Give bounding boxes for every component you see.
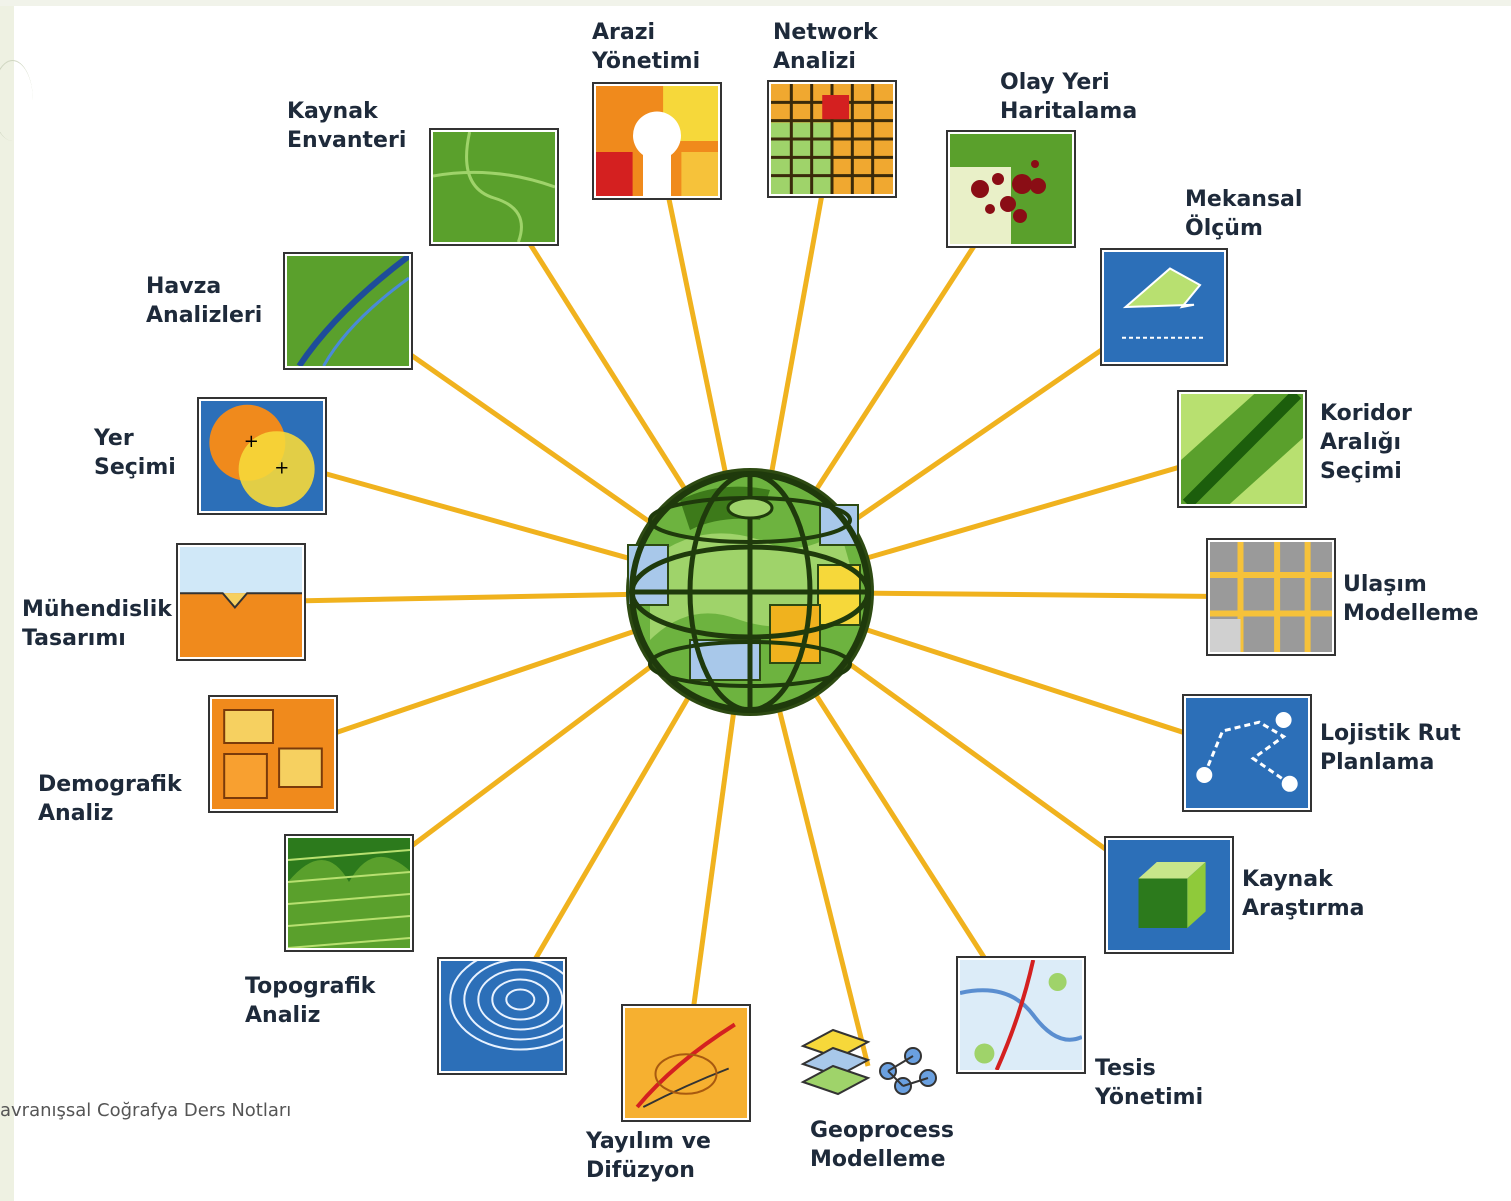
label-line: Analizleri <box>146 303 263 328</box>
label-line: Koridor <box>1320 401 1412 426</box>
incident-map-icon <box>946 130 1076 248</box>
label-line: Ulaşım <box>1343 572 1427 597</box>
site-selection-icon: ++ <box>197 397 327 515</box>
label-line: Aralığı <box>1320 430 1402 455</box>
label-line: Topografik <box>245 974 376 999</box>
land-management-icon <box>592 82 722 200</box>
footer-text: avranışsal Coğrafya Ders Notları <box>0 1100 292 1121</box>
contour-icon <box>437 957 567 1075</box>
label-line: Havza <box>146 274 222 299</box>
label-line: Envanteri <box>287 128 407 153</box>
label-line: Kaynak <box>1242 867 1333 892</box>
label-line: Yayılım ve <box>586 1129 711 1154</box>
spatial-measure-icon <box>1100 248 1228 366</box>
label-line: Difüzyon <box>586 1158 695 1183</box>
slide-decor-arc <box>0 60 33 141</box>
terrain-icon <box>284 834 414 952</box>
label-line: Geoprocess <box>810 1118 954 1143</box>
parcel-icon <box>208 695 338 813</box>
label-line: Araştırma <box>1242 896 1365 921</box>
label-line: Mühendislik <box>22 597 172 622</box>
slide-left-strip <box>0 0 14 1201</box>
diffusion-icon <box>621 1004 751 1122</box>
slide-top-strip <box>0 0 1511 6</box>
watershed-icon <box>283 252 413 370</box>
label-line: Arazi <box>592 20 656 45</box>
label-line: Haritalama <box>1000 99 1138 124</box>
label-yayilim: Yayılım ve Difüzyon <box>586 1127 711 1185</box>
transport-icon <box>1206 538 1336 656</box>
label-line: Yer <box>94 426 134 451</box>
label-line: Mekansal <box>1185 187 1303 212</box>
label-line: Demografik <box>38 772 182 797</box>
label-line: Tasarımı <box>22 626 126 651</box>
label-line: Seçimi <box>94 455 176 480</box>
label-line: Analizi <box>773 49 856 74</box>
label-line: Ölçüm <box>1185 216 1263 241</box>
label-line: Olay Yeri <box>1000 70 1110 95</box>
label-line: Tesis <box>1095 1056 1156 1081</box>
label-line: Planlama <box>1320 750 1435 775</box>
label-line: Modelleme <box>810 1147 946 1172</box>
label-line: Kaynak <box>287 99 378 124</box>
network-map-icon <box>767 80 897 198</box>
globe-icon <box>626 468 874 716</box>
label-line: Modelleme <box>1343 601 1479 626</box>
geoprocess-icon <box>800 1028 937 1096</box>
facility-icon <box>956 956 1086 1074</box>
inventory-icon <box>429 128 559 246</box>
label-line: Analiz <box>38 801 114 826</box>
engineering-icon <box>176 543 306 661</box>
label-line: Network <box>773 20 878 45</box>
corridor-icon <box>1177 390 1307 508</box>
icons-group: ++ <box>176 80 1336 1122</box>
label-line: Analiz <box>245 1003 321 1028</box>
label-line: Lojistik Rut <box>1320 721 1461 746</box>
svg-text:+: + <box>274 458 289 479</box>
cube-icon <box>1104 836 1234 954</box>
label-line: Yönetimi <box>592 49 701 74</box>
route-icon <box>1182 694 1312 812</box>
label-line: Seçimi <box>1320 459 1402 484</box>
svg-text:+: + <box>244 431 259 452</box>
label-line: Yönetimi <box>1095 1085 1204 1110</box>
